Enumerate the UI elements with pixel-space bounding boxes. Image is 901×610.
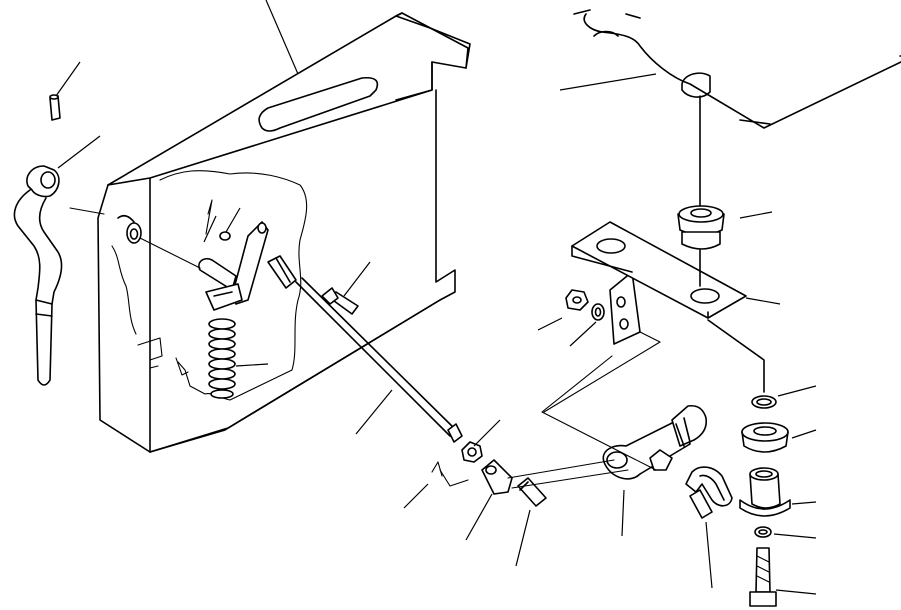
mounting-bracket <box>543 221 747 413</box>
control-rod <box>295 277 463 443</box>
frame-plate <box>573 9 901 129</box>
handle-lever <box>13 165 63 386</box>
cylinder-actuator <box>602 404 733 519</box>
coil-spring <box>208 318 236 399</box>
bracket-nut-washer <box>565 289 605 321</box>
lower-rubber-mount <box>707 319 791 607</box>
callout-leaders <box>55 0 817 595</box>
inner-linkage <box>198 199 359 399</box>
pin <box>49 94 61 121</box>
clevis-assembly <box>431 441 547 507</box>
assembly-lines <box>69 207 657 489</box>
upper-rubber-mount <box>677 95 725 287</box>
radiator-panel <box>97 12 471 453</box>
